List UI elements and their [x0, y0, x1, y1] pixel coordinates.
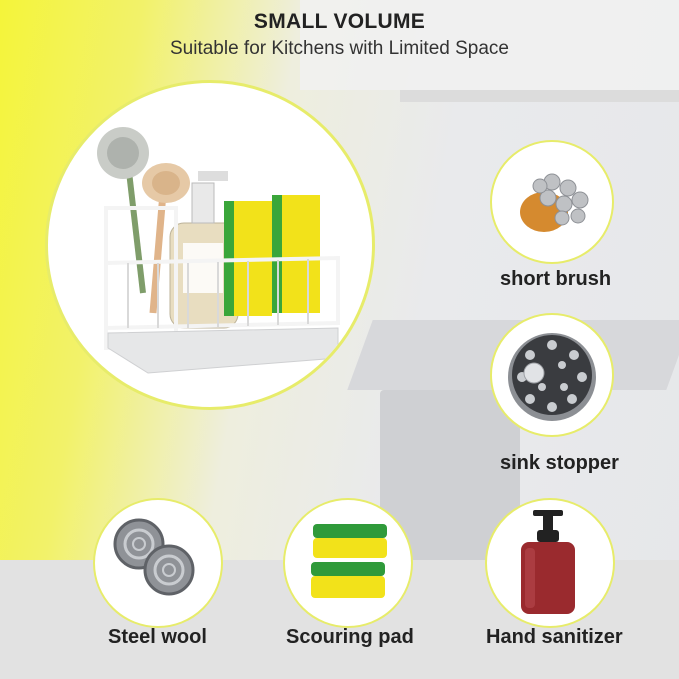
sink-stopper-image	[490, 313, 614, 437]
brush-head-icon	[520, 173, 589, 232]
background-cabinet	[300, 0, 679, 90]
steel-wool-icon	[113, 518, 195, 596]
page-title: SMALL VOLUME	[253, 10, 426, 33]
sink-caddy-icon	[97, 127, 340, 374]
pump-bottle-icon	[521, 510, 575, 614]
steel-wool-label: Steel wool	[108, 626, 207, 648]
scouring-pad-image	[283, 498, 413, 628]
scouring-pad-label: Scouring pad	[286, 626, 414, 648]
caddy-product-image	[45, 80, 375, 410]
hand-sanitizer-label: Hand sanitizer	[486, 626, 623, 648]
short-brush-image	[490, 140, 614, 264]
hand-sanitizer-image	[485, 498, 615, 628]
sponge-icon	[311, 524, 387, 598]
background-shelf	[400, 90, 679, 102]
steel-wool-image	[93, 498, 223, 628]
page-subtitle: Suitable for Kitchens with Limited Space	[169, 38, 509, 59]
sink-stopper-label: sink stopper	[500, 452, 619, 474]
sink-stopper-icon	[508, 333, 596, 421]
short-brush-label: short brush	[500, 268, 612, 290]
